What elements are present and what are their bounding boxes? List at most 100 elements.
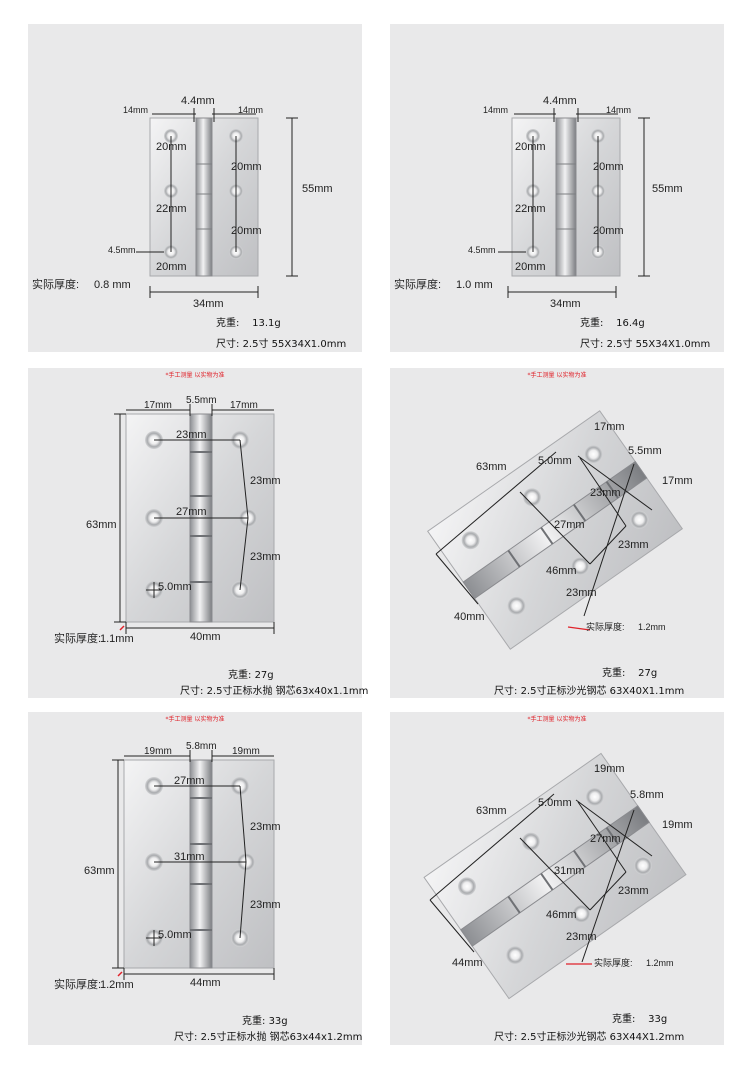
height-dim: 63mm [84,865,115,877]
weight-line: 克重: 13.1g [216,318,281,329]
hole-right-dim-2: 23mm [250,899,281,911]
measurement-note: *手工测量 以实物为准 [527,716,587,723]
thickness-label: 实际厚度: [594,957,633,968]
knuckle-width-dim: 5.8mm [186,741,217,752]
hole-dim-2: 31mm [174,851,205,863]
thickness-label: 实际厚度: [54,631,101,645]
hinge-panel-6: *手工测量 以实物为准 19mm 5.8mm 19mm 5.0mm 27mm 3… [390,712,724,1045]
hole-right-dim-2: 23mm [250,551,281,563]
hole-dim-3: 20mm [515,261,546,273]
hinge-photo-4: 17mm 5.5mm 17mm 5.0mm 23mm 27mm 23mm 46m… [426,410,693,650]
thickness-label: 实际厚度: [394,277,441,291]
hinge-panel-5: *手工测量 以实物为准 19mm 5.8mm 19mm 27mm 31mm 5.… [28,712,362,1045]
hinge-photo-3: 17mm 5.5mm 17mm 23mm 27mm 5.0mm 23mm 23m… [54,395,281,645]
thickness-value: 0.8 mm [94,279,131,291]
weight-line: 克重: 33g [242,1016,288,1027]
leaf-left-dim: 19mm [144,746,172,757]
diag-dim-5: 23mm [566,931,597,943]
thickness-value: 1.2mm [638,622,666,632]
width-dim: 40mm [454,611,485,623]
hole-diameter-dim: 5.0mm [538,455,572,467]
leaf-left-dim: 14mm [123,105,148,115]
leaf-right-dim: 17mm [230,400,258,411]
diag-dim-1: 27mm [590,833,621,845]
diag-dim-4: 46mm [546,565,577,577]
hole-dim-1: 20mm [156,141,187,153]
size-line: 尺寸: 2.5寸正标水抛 钢芯63x44x1.2mm [174,1032,363,1043]
hole-dim-2: 27mm [176,506,207,518]
thickness-label: 实际厚度: [32,277,79,291]
width-dim: 44mm [190,977,221,989]
leaf-left-dim: 14mm [483,105,508,115]
leaf-right-dim: 19mm [232,746,260,757]
leaf-right-dim: 14mm [606,105,631,115]
width-dim: 44mm [452,957,483,969]
weight-line: 克重: 16.4g [580,318,645,329]
hinge-photo-5: 19mm 5.8mm 19mm 27mm 31mm 5.0mm 23mm 23m… [54,741,281,991]
weight-line: 克重: 33g [612,1014,668,1025]
hole-right-dim-2: 20mm [593,225,624,237]
leaf-left-dim: 17mm [144,400,172,411]
width-dim: 34mm [550,298,581,310]
height-dim: 55mm [652,183,683,195]
height-dim: 63mm [476,461,507,473]
weight-line: 克重: 27g [602,668,658,679]
knuckle-width-dim: 5.5mm [186,395,217,406]
knuckle-width-dim: 4.4mm [543,95,577,107]
height-dim: 63mm [476,805,507,817]
hole-right-dim-1: 23mm [250,821,281,833]
size-line: 尺寸: 2.5寸 55X34X1.0mm [580,339,711,350]
hole-right-dim-1: 20mm [593,161,624,173]
leaf2-dim: 19mm [662,819,693,831]
hole-right-dim-1: 20mm [231,161,262,173]
diag-dim-5: 23mm [566,587,597,599]
hinge-photo-1: 14mm 4.4mm 14mm 20mm 22mm 20mm 20mm 20mm… [32,95,333,310]
hinge-panel-4: *手工测量 以实物为准 17mm 5.5mm 17mm 5.0mm 23mm 2… [390,368,724,698]
leaf-dim: 17mm [594,421,625,433]
diag-dim-3: 23mm [618,539,649,551]
hinge-panel-2: 14mm 4.4mm 14mm 20mm 22mm 20mm 20mm 20mm… [390,24,724,352]
hole-diameter-dim: 5.0mm [158,581,192,593]
hole-diameter-dim: 5.0mm [158,929,192,941]
diag-dim-3: 23mm [618,885,649,897]
knuckle-width-dim: 5.8mm [630,789,664,801]
hinge-photo-2: 14mm 4.4mm 14mm 20mm 22mm 20mm 20mm 20mm… [394,95,683,310]
measurement-note: *手工测量 以实物为准 [165,716,225,723]
width-dim: 34mm [193,298,224,310]
size-line: 尺寸: 2.5寸正标沙光钢芯 63X44X1.2mm [494,1032,685,1043]
hole-right-dim-2: 20mm [231,225,262,237]
width-dim: 40mm [190,631,221,643]
diag-dim-2: 27mm [554,519,585,531]
diag-dim-1: 23mm [590,487,621,499]
thickness-value: 1.2mm [100,979,134,991]
size-line: 尺寸: 2.5寸 55X34X1.0mm [216,339,347,350]
hole-dim-3: 20mm [156,261,187,273]
thickness-label: 实际厚度: [54,977,101,991]
leaf-dim: 19mm [594,763,625,775]
hole-dim-1: 27mm [174,775,205,787]
knuckle-width-dim: 4.4mm [181,95,215,107]
size-line: 尺寸: 2.5寸正标水抛 钢芯63x40x1.1mm [180,686,369,697]
thickness-value: 1.1mm [100,633,134,645]
leaf2-dim: 17mm [662,475,693,487]
height-dim: 55mm [302,183,333,195]
hole-diameter-dim: 4.5mm [108,245,136,255]
hinge-panel-3: *手工测量 以实物为准 17mm 5.5mm 17mm 23mm 27mm 5.… [28,368,368,698]
measurement-note: *手工测量 以实物为准 [165,372,225,379]
hole-dim-2: 22mm [156,203,187,215]
hole-diameter-dim: 4.5mm [468,245,496,255]
measurement-note: *手工测量 以实物为准 [527,372,587,379]
diag-dim-2: 31mm [554,865,585,877]
hinge-photo-6: 19mm 5.8mm 19mm 5.0mm 27mm 31mm 23mm 46m… [423,752,693,1000]
hinge-panel-1: 14mm 4.4mm 14mm 20mm 22mm 20mm 20mm 20mm… [28,24,362,352]
leaf-right-dim: 14mm [238,105,263,115]
diag-dim-4: 46mm [546,909,577,921]
weight-line: 克重: 27g [228,670,274,681]
hole-dim-1: 20mm [515,141,546,153]
thickness-label: 实际厚度: [586,621,625,632]
hole-dim-1: 23mm [176,429,207,441]
hole-dim-2: 22mm [515,203,546,215]
hole-diameter-dim: 5.0mm [538,797,572,809]
size-line: 尺寸: 2.5寸正标沙光钢芯 63X40X1.1mm [494,686,685,697]
knuckle-width-dim: 5.5mm [628,445,662,457]
